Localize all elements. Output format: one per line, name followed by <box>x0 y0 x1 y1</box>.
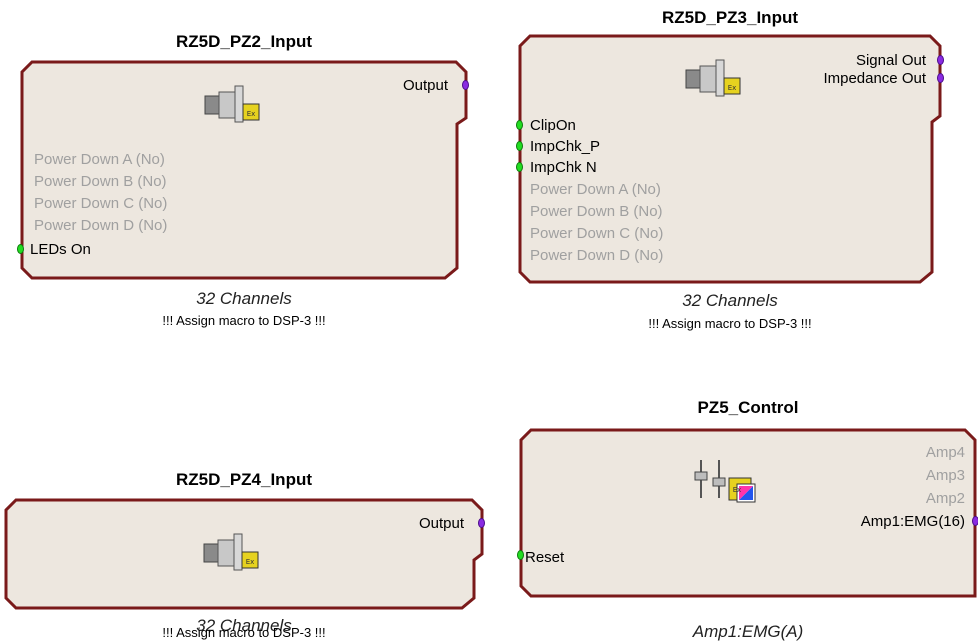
param-power-down-c: Power Down C (No) <box>34 195 168 212</box>
svg-text:Ex: Ex <box>728 84 737 92</box>
output-port-impedance-out[interactable] <box>937 73 944 83</box>
param-power-down-b: Power Down B (No) <box>34 173 167 190</box>
macro-body[interactable]: Ex Output <box>4 498 485 610</box>
port-label-impchk-n: ImpChk N <box>530 159 597 176</box>
macro-caption: 32 Channels <box>196 289 292 308</box>
output-port-amp1-emg[interactable] <box>972 516 978 526</box>
input-port-reset[interactable] <box>517 550 524 560</box>
param-power-down-b: Power Down B (No) <box>530 203 663 220</box>
macro-body[interactable]: Ex Signal Out Impedance Out ClipOn ImpCh… <box>516 34 944 284</box>
output-port-signal-out[interactable] <box>937 55 944 65</box>
macro-title: RZ5D_PZ2_Input <box>175 32 313 51</box>
macro-caption: 32 Channels <box>682 291 778 310</box>
port-label-impedance-out: Impedance Out <box>823 70 926 87</box>
macro-rz5d-pz4-input[interactable]: RZ5D_PZ4_Input Ex Output 32 Channels <box>4 470 485 642</box>
svg-text:Ex: Ex <box>247 110 256 118</box>
macro-rz5d-pz2-input[interactable]: RZ5D_PZ2_Input Ex Output Power Down A (N… <box>17 32 469 332</box>
port-label-signal-out: Signal Out <box>855 52 926 69</box>
param-amp3: Amp3 <box>925 467 965 484</box>
macro-warning-pz4: !!! Assign macro to DSP-3 !!! <box>162 625 326 640</box>
macro-caption: 32 Channels <box>196 616 292 635</box>
input-port-leds-on[interactable] <box>17 244 24 254</box>
macro-warning: !!! Assign macro to DSP-3 !!! <box>648 316 812 331</box>
macro-title: PZ5_Control <box>697 398 799 417</box>
svg-text:Ex: Ex <box>733 486 742 494</box>
param-power-down-a: Power Down A (No) <box>530 181 661 198</box>
param-power-down-c: Power Down C (No) <box>530 225 664 242</box>
param-power-down-d: Power Down D (No) <box>530 247 664 264</box>
output-port-output[interactable] <box>462 80 469 90</box>
input-port-clipon[interactable] <box>516 120 523 130</box>
macro-title: RZ5D_PZ3_Input <box>661 8 799 27</box>
param-amp4: Amp4 <box>925 444 965 461</box>
port-label-impchk-p: ImpChk_P <box>530 138 601 155</box>
macro-caption: Amp1:EMG(A) <box>692 622 804 641</box>
param-power-down-a: Power Down A (No) <box>34 151 165 168</box>
port-label-clipon: ClipOn <box>530 117 576 134</box>
macro-rz5d-pz3-input[interactable]: RZ5D_PZ3_Input Ex Signal Out Impedance O… <box>516 8 944 338</box>
param-power-down-d: Power Down D (No) <box>34 217 168 234</box>
param-amp2: Amp2 <box>925 490 965 507</box>
port-label-leds-on: LEDs On <box>30 241 91 258</box>
input-port-impchk-n[interactable] <box>516 162 523 172</box>
port-label-output: Output <box>418 515 464 532</box>
input-port-impchk-p[interactable] <box>516 141 523 151</box>
output-port-output[interactable] <box>478 518 485 528</box>
macro-body[interactable]: Ex Amp4 Amp3 Amp2 Amp1:EMG(16) Reset <box>517 428 978 598</box>
port-label-reset: Reset <box>525 549 565 566</box>
port-label-output: Output <box>402 77 448 94</box>
port-label-amp1-emg: Amp1:EMG(16) <box>860 513 965 530</box>
svg-text:Ex: Ex <box>246 558 255 566</box>
macro-pz5-control[interactable]: PZ5_Control Ex Amp4 Amp3 Amp2 Amp1:EMG(1… <box>517 398 978 641</box>
macro-body[interactable]: Ex Output Power Down A (No) Power Down B… <box>17 60 469 280</box>
macro-warning: !!! Assign macro to DSP-3 !!! <box>162 313 326 328</box>
macro-title: RZ5D_PZ4_Input <box>175 470 313 489</box>
